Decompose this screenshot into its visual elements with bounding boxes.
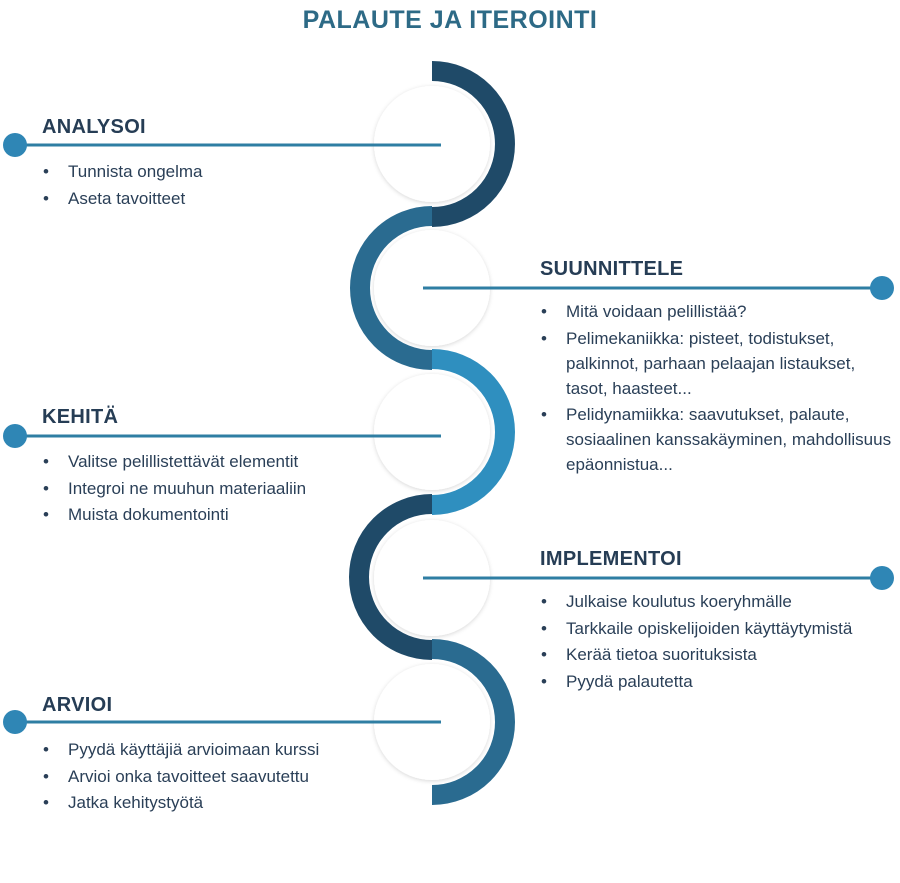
bend-circle-3 [374, 374, 490, 490]
section-heading: ANALYSOI [42, 116, 146, 138]
dot-implementoi [870, 566, 894, 590]
list-item: Pyydä palautetta [540, 669, 900, 696]
section-item-list: Mitä voidaan pelillistää?Pelimekaniikka:… [540, 299, 900, 477]
wave-segment-analysoi [431, 61, 515, 227]
list-item: Jatka kehitystyötä [42, 790, 402, 817]
list-item: Valitse pelillistettävät elementit [42, 449, 402, 476]
section-heading: SUUNNITTELE [540, 258, 684, 280]
section-item-list: Julkaise koulutus koeryhmälleTarkkaile o… [540, 589, 900, 695]
diagram-title: PALAUTE JA ITEROINTI [302, 6, 598, 34]
section-heading: KEHITÄ [42, 406, 119, 428]
wave-segment-kehita [431, 349, 515, 515]
section-arvioi: ARVIOI Pyydä käyttäjiä arvioimaan kurssi… [42, 694, 402, 817]
connector-lines [15, 143, 882, 724]
list-item: Arvioi onka tavoitteet saavutettu [42, 764, 402, 791]
list-item: Mitä voidaan pelillistää? [540, 299, 900, 324]
section-heading: IMPLEMENTOI [540, 548, 682, 570]
dot-analysoi [3, 133, 27, 157]
dot-kehita [3, 424, 27, 448]
list-item: Integroi ne muuhun materiaaliin [42, 476, 402, 503]
section-heading: ARVIOI [42, 694, 113, 716]
wave [349, 61, 515, 805]
list-item: Aseta tavoitteet [42, 186, 402, 213]
list-item: Pyydä käyttäjiä arvioimaan kurssi [42, 737, 402, 764]
section-kehita: KEHITÄ Valitse pelillistettävät elementi… [42, 406, 402, 529]
connector-dots [3, 133, 894, 734]
dot-arvioi [3, 710, 27, 734]
list-item: Pelimekaniikka: pisteet, todistukset, pa… [540, 326, 900, 401]
section-implementoi: IMPLEMENTOI Julkaise koulutus koeryhmäll… [540, 548, 900, 695]
list-item: Tarkkaile opiskelijoiden käyttäytymistä [540, 616, 900, 643]
list-item: Tunnista ongelma [42, 159, 402, 186]
list-item: Kerää tietoa suorituksista [540, 642, 900, 669]
section-analysoi: ANALYSOI Tunnista ongelmaAseta tavoittee… [42, 116, 402, 212]
wave-segment-suunnittele [350, 206, 433, 370]
list-item: Muista dokumentointi [42, 502, 402, 529]
dot-suunnittele [870, 276, 894, 300]
section-suunnittele: SUUNNITTELE Mitä voidaan pelillistää?Pel… [540, 258, 900, 479]
section-item-list: Valitse pelillistettävät elementitIntegr… [42, 449, 402, 529]
list-item: Julkaise koulutus koeryhmälle [540, 589, 900, 616]
list-item: Pelidynamiikka: saavutukset, palaute, so… [540, 402, 900, 477]
wave-segment-arvioi [431, 639, 515, 805]
section-item-list: Tunnista ongelmaAseta tavoitteet [42, 159, 402, 212]
section-item-list: Pyydä käyttäjiä arvioimaan kurssiArvioi … [42, 737, 402, 817]
